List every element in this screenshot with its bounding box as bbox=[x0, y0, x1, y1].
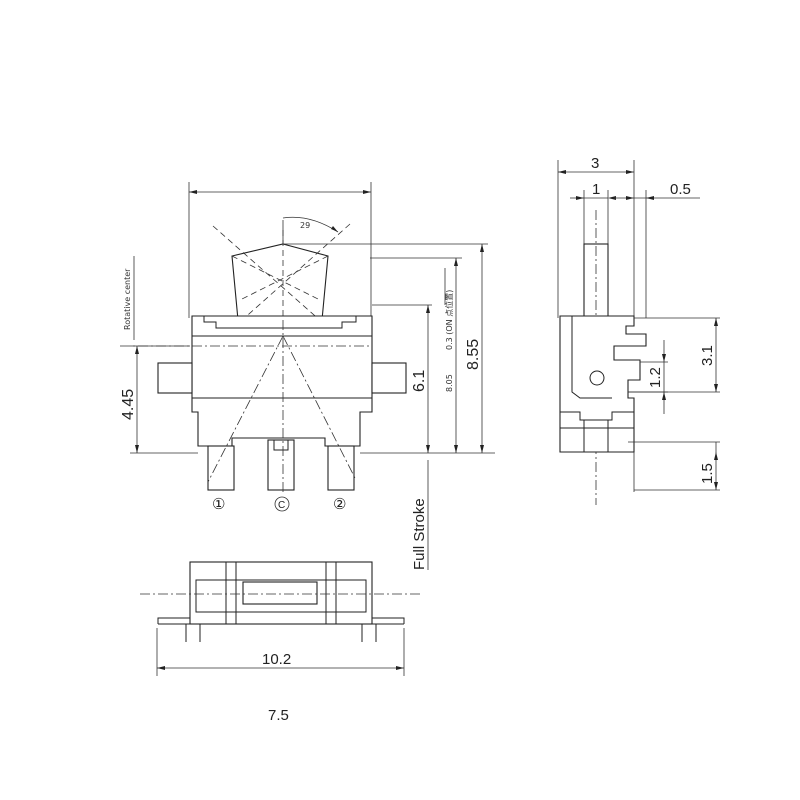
pin-1-label: ① bbox=[212, 496, 225, 513]
dim-0-3-note: 0.3 (ON 点位置) bbox=[444, 290, 454, 350]
dim-1: 1 bbox=[592, 181, 600, 198]
side-view: 3 1 0.5 3.1 1 bbox=[557, 155, 720, 505]
top-view: 10.2 7.5 bbox=[140, 561, 420, 724]
dim-1-2: 1.2 bbox=[647, 367, 664, 388]
switch-housing bbox=[191, 315, 373, 447]
dim-3: 3 bbox=[591, 155, 599, 172]
left-mount-tab bbox=[157, 362, 193, 394]
dim-8-05: 8.05 bbox=[445, 374, 454, 392]
pin-2-label: ② bbox=[333, 496, 346, 513]
top-actuator-slot bbox=[242, 581, 318, 605]
angle-label: 29 bbox=[300, 221, 310, 230]
side-hole bbox=[589, 370, 605, 386]
dim-0-5: 0.5 bbox=[670, 181, 691, 198]
dim-10-2: 10.2 bbox=[262, 651, 291, 668]
right-mount-tab bbox=[371, 362, 407, 394]
dim-1-5: 1.5 bbox=[699, 463, 716, 484]
pin-c-circle bbox=[274, 496, 290, 512]
front-view: 29 Rotative center bbox=[120, 182, 495, 570]
rotative-center-label: Rotative center bbox=[123, 268, 132, 330]
dim-7-5: 7.5 bbox=[268, 707, 289, 724]
dim-6-1: 6.1 bbox=[411, 370, 428, 392]
dim-3-1: 3.1 bbox=[699, 345, 716, 366]
side-housing bbox=[559, 315, 647, 453]
dim-4-45: 4.45 bbox=[120, 389, 137, 420]
full-stroke-label: Full Stroke bbox=[411, 498, 428, 570]
terminal-common bbox=[267, 439, 295, 491]
terminal-1 bbox=[207, 445, 235, 491]
dim-8-55: 8.55 bbox=[465, 339, 482, 370]
pin-c-label: C bbox=[278, 500, 285, 511]
